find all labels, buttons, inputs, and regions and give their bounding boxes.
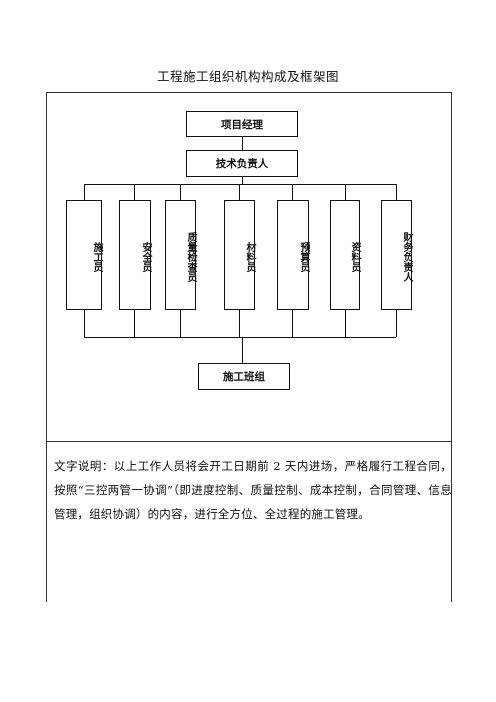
drop-4-top xyxy=(239,184,240,200)
drop-6-top xyxy=(345,184,346,200)
drop-6-bottom xyxy=(345,310,346,337)
construction-team-box: 施工班组 xyxy=(198,363,290,390)
frame-row-divider xyxy=(46,441,452,442)
role-box-finance: 财务负责人 xyxy=(381,200,412,310)
role-box-quality: 质量检查员 xyxy=(165,200,196,310)
drop-5-top xyxy=(292,184,293,200)
drop-4-bottom xyxy=(239,310,240,337)
role-box-materials: 材料员 xyxy=(224,200,255,310)
frame-right-border xyxy=(451,92,452,602)
top-bus-line xyxy=(84,184,396,185)
role-box-budget: 预算员 xyxy=(277,200,309,310)
drop-7-top xyxy=(396,184,397,200)
frame-top-border xyxy=(46,92,452,93)
drop-3-bottom xyxy=(180,310,181,337)
connector-bus-team xyxy=(242,337,243,363)
role-box-documents: 资料员 xyxy=(330,200,360,310)
drop-7-bottom xyxy=(396,310,397,337)
drop-2-top xyxy=(134,184,135,200)
tech-lead-box: 技术负责人 xyxy=(186,150,298,177)
drop-5-bottom xyxy=(292,310,293,337)
frame-left-border xyxy=(46,92,47,602)
role-box-safety: 安全员 xyxy=(119,200,151,310)
bottom-bus-line xyxy=(84,337,396,338)
project-manager-box: 项目经理 xyxy=(186,111,298,137)
drop-2-bottom xyxy=(134,310,135,337)
page-title: 工程施工组织机构构成及框架图 xyxy=(156,69,339,84)
drop-1-bottom xyxy=(84,310,85,337)
connector-tech-bus xyxy=(242,177,243,184)
drop-3-top xyxy=(180,184,181,200)
connector-pm-tech xyxy=(242,137,243,150)
description-text: 文字说明：以上工作人员将会开工日期前 2 天内进场，严格履行工程合同，按照“三控… xyxy=(54,459,452,521)
role-box-construction: 施工员 xyxy=(66,200,102,310)
drop-1-top xyxy=(84,184,85,200)
